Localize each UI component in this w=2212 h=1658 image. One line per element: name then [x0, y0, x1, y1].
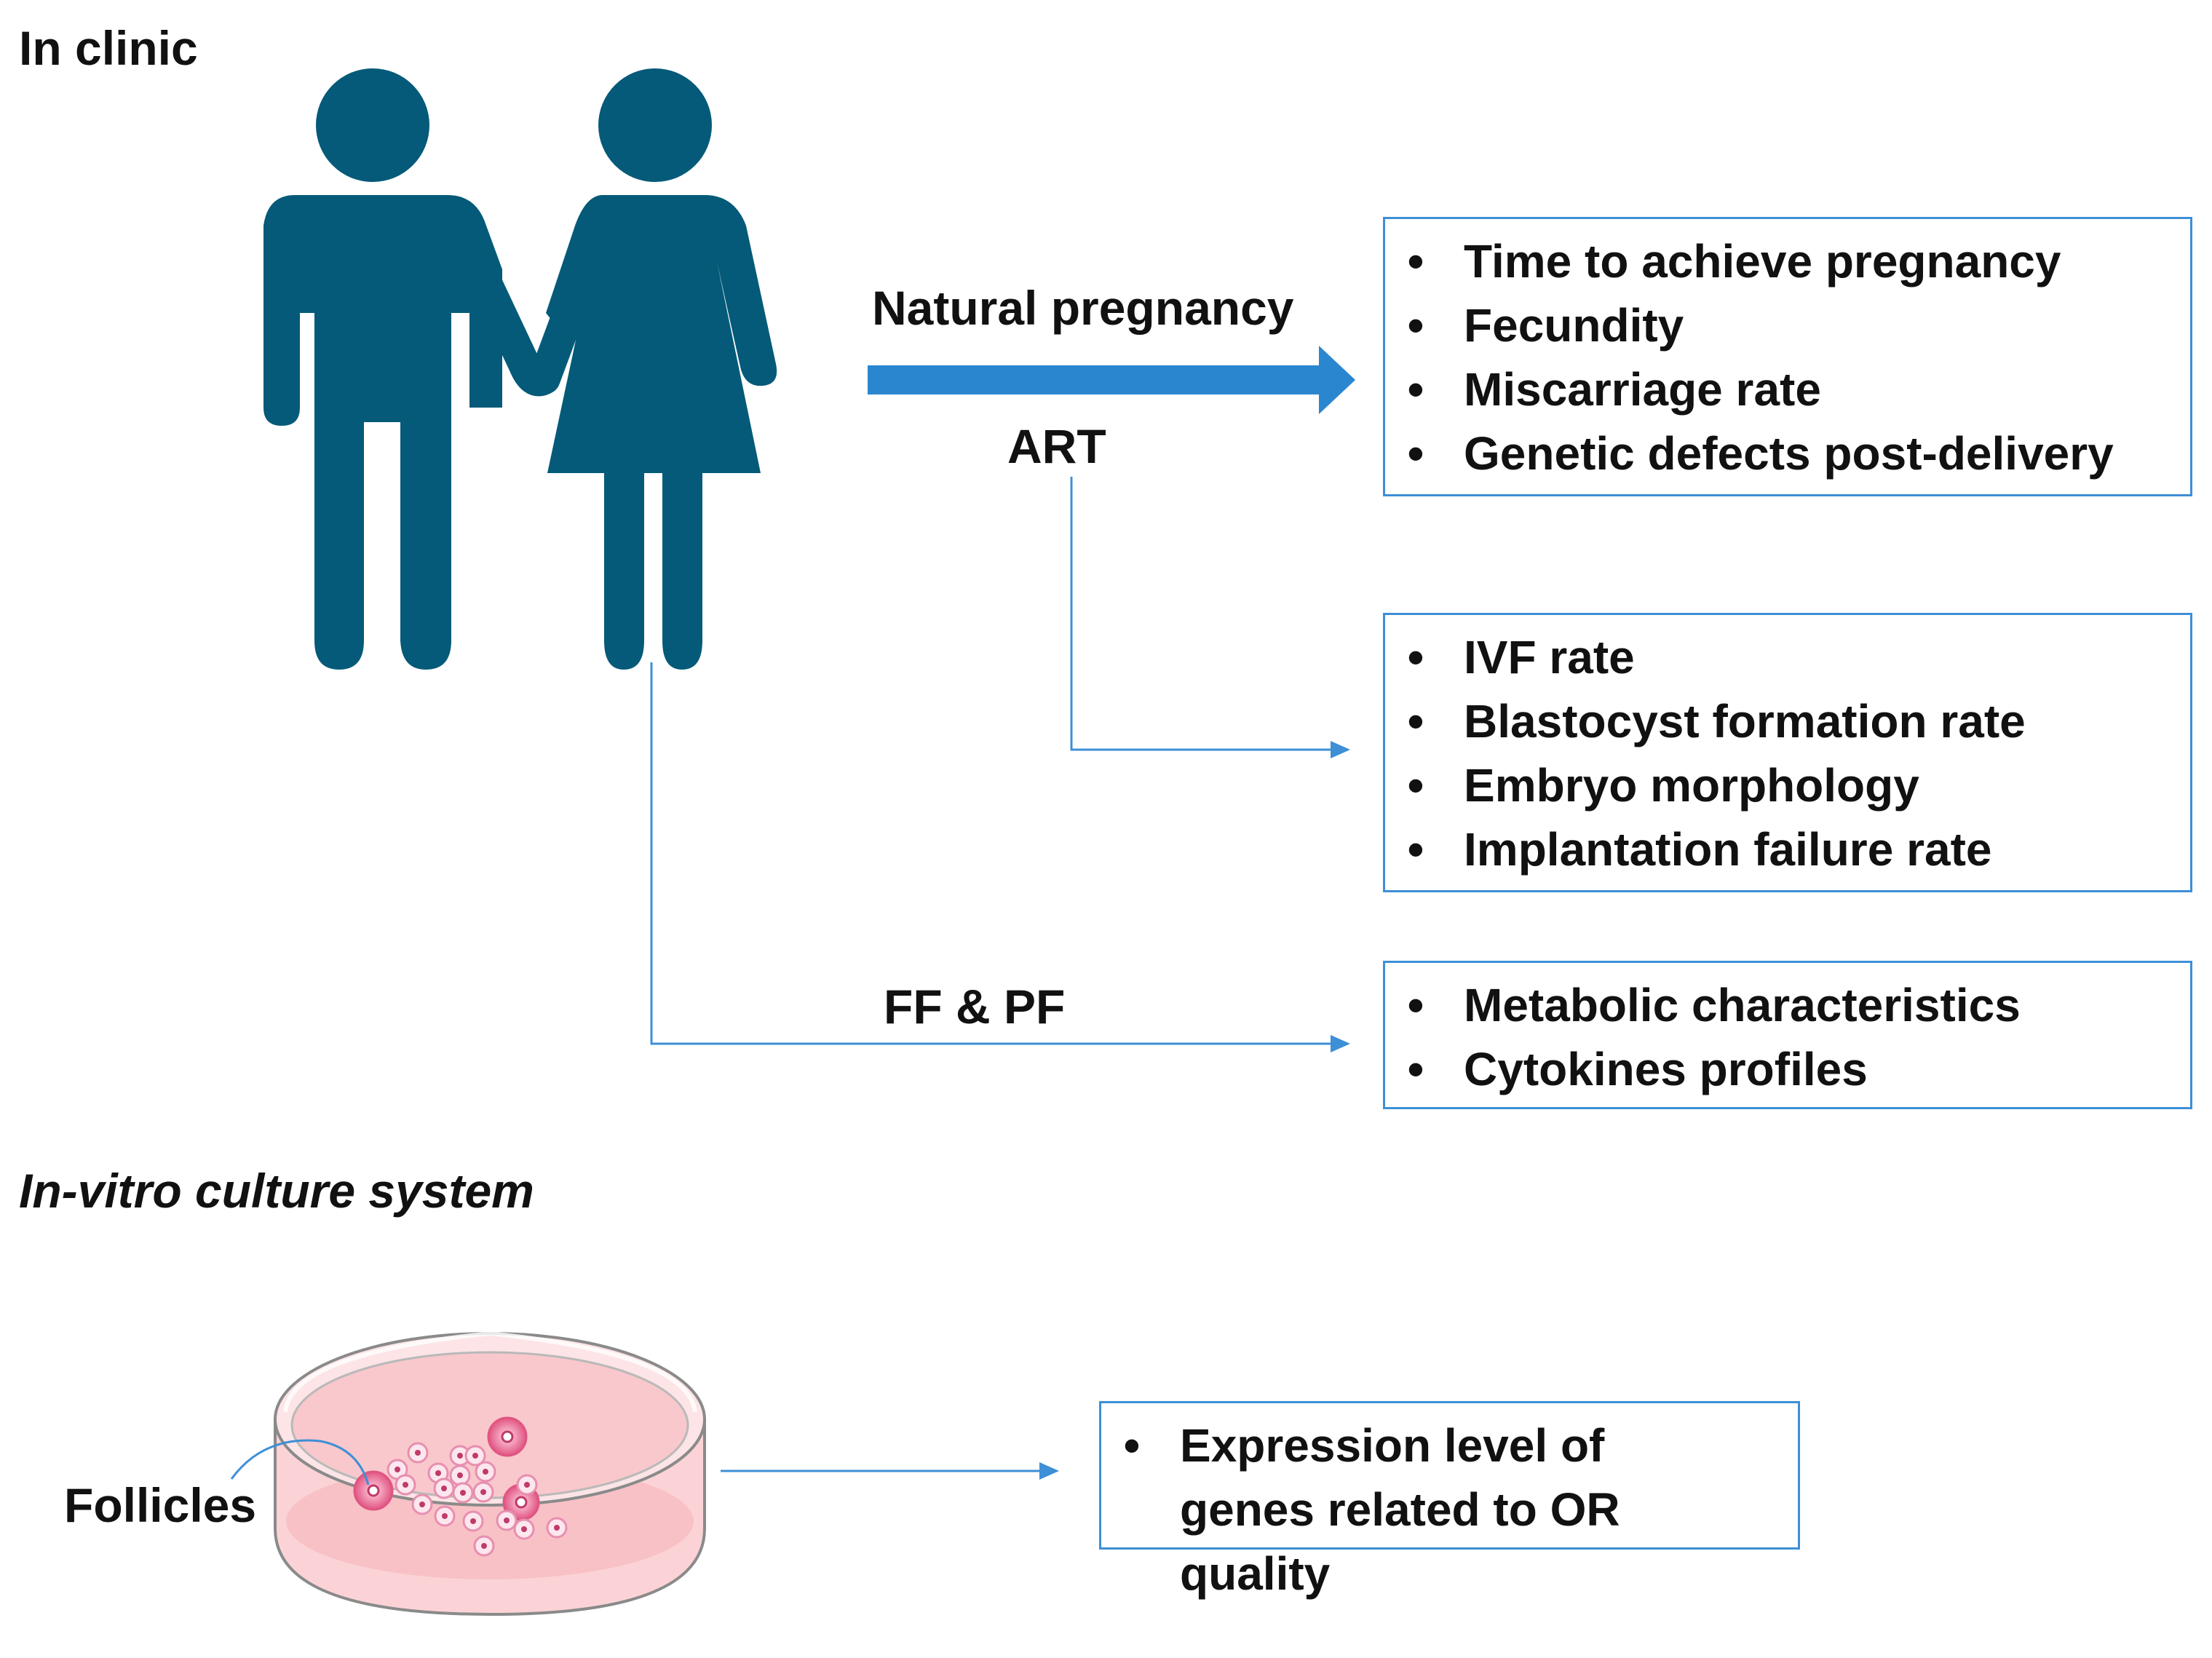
list-item-text: IVF rate: [1464, 631, 1635, 683]
man-head-icon: [316, 68, 429, 182]
man-body-icon: [263, 195, 502, 670]
list-item-text: Expression level of genes related to OR …: [1180, 1419, 1620, 1600]
list-item-text: Blastocyst formation rate: [1464, 695, 2026, 747]
ffpf-connector-arrow: [650, 662, 1350, 1052]
list-item: • IVF rate: [1385, 625, 2190, 689]
list-item: • Expression level of genes related to OR…: [1101, 1413, 1733, 1606]
fluid-outcomes-box: • Metabolic characteristics • Cytokines pr…: [1383, 961, 2192, 1109]
list-item: • Time to achieve pregnancy: [1385, 229, 2190, 293]
follicles-cluster: [353, 1416, 568, 1557]
couple-icon: [263, 68, 777, 670]
list-item-text: Embryo morphology: [1464, 759, 1919, 812]
list-item-text: Implantation failure rate: [1464, 823, 1992, 876]
label-ff-pf: FF & PF: [884, 980, 1066, 1034]
bullet: •: [1407, 759, 1424, 812]
bullet: •: [1123, 1419, 1141, 1472]
joined-arms-icon: [450, 224, 598, 397]
woman-head-icon: [598, 68, 712, 182]
label-natural-pregnancy: Natural pregnancy: [872, 281, 1294, 335]
bullet: •: [1407, 235, 1424, 287]
bullet: •: [1407, 695, 1424, 747]
bullet: •: [1407, 363, 1424, 416]
list-item-text: Miscarriage rate: [1464, 363, 1821, 416]
heading-in-vitro: In-vitro culture system: [19, 1164, 534, 1218]
list-item: • Miscarriage rate: [1385, 357, 2190, 421]
bullet: •: [1407, 1043, 1424, 1095]
label-follicles: Follicles: [64, 1478, 257, 1532]
bullet: •: [1407, 979, 1424, 1031]
woman-legs-icon: [604, 473, 702, 670]
heading-in-clinic: In clinic: [19, 21, 198, 75]
list-item: • Genetic defects post-delivery: [1385, 421, 2190, 485]
list-item-text: Metabolic characteristics: [1464, 979, 2021, 1031]
list-item: • Metabolic characteristics: [1385, 973, 2190, 1037]
list-item-text: Cytokines profiles: [1464, 1043, 1868, 1095]
list-item: • Fecundity: [1385, 293, 2190, 357]
art-connector-arrow: [1070, 477, 1350, 758]
bullet: •: [1407, 631, 1424, 683]
art-outcomes-box: • IVF rate • Blastocyst formation rate • Em…: [1383, 613, 2192, 892]
natural-pregnancy-arrow: [868, 346, 1355, 414]
list-item-text: Time to achieve pregnancy: [1464, 235, 2061, 287]
list-item: • Implantation failure rate: [1385, 817, 2190, 881]
bullet: •: [1407, 823, 1424, 876]
label-art: ART: [1007, 419, 1106, 473]
list-item: • Blastocyst formation rate: [1385, 689, 2190, 753]
list-item: • Cytokines profiles: [1385, 1037, 2190, 1101]
natural-outcomes-box: • Time to achieve pregnancy • Fecundity • M…: [1383, 217, 2192, 496]
bullet: •: [1407, 427, 1424, 480]
list-item-text: Fecundity: [1464, 299, 1684, 352]
woman-body-icon: [546, 195, 777, 473]
list-item: • Embryo morphology: [1385, 753, 2190, 817]
follicles-leader-line: [230, 1439, 370, 1486]
culture-outcomes-box: • Expression level of genes related to OR…: [1099, 1401, 1800, 1600]
list-item-text: Genetic defects post-delivery: [1464, 427, 2114, 480]
bullet: •: [1407, 299, 1424, 352]
